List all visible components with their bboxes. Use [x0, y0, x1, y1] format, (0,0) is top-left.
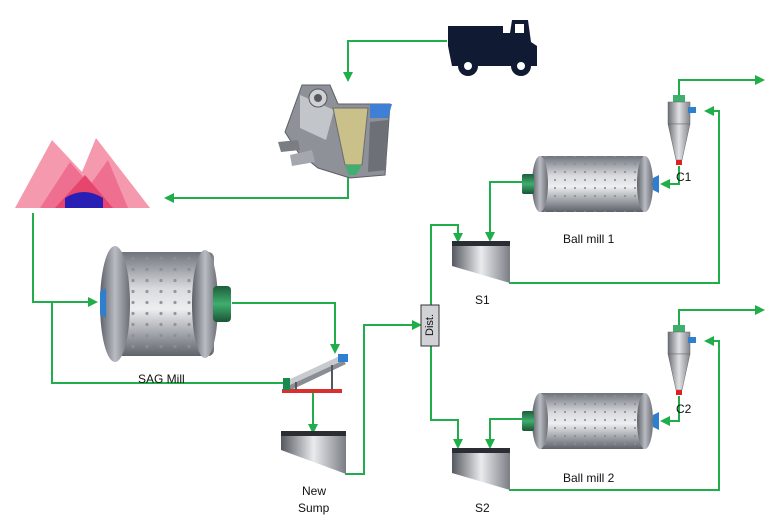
s1-label: S1 [475, 293, 490, 307]
ball-mill-2-label: Ball mill 2 [563, 471, 615, 485]
ball-mill-1 [522, 156, 659, 212]
flow-ballmill2-to-s2 [485, 418, 522, 449]
flow-sag-to-screen [232, 302, 340, 354]
flow-c2-to-ballmill2 [660, 396, 680, 426]
flow-s1-to-c1 [509, 106, 720, 284]
flow-c2-overflow [678, 305, 765, 325]
flow-stockpile-to-sag [32, 213, 98, 307]
flow-truck-to-crusher [343, 40, 447, 82]
flow-screen-recycle-to-sag [51, 302, 290, 384]
dist-label: Dist. [424, 314, 436, 336]
s2-label: S2 [475, 501, 490, 515]
flow-lines [32, 40, 765, 491]
new-sump [281, 431, 346, 474]
ball-mill-1-label: Ball mill 1 [563, 232, 615, 246]
sump-s1 [452, 241, 510, 283]
c2-label: C2 [676, 402, 692, 416]
crusher-icon [278, 84, 392, 179]
new-sump-label-line1: New [302, 484, 327, 498]
flow-dist-to-s1 [430, 224, 463, 306]
new-sump-label-line2: Sump [298, 501, 330, 515]
distributor [420, 304, 440, 347]
flow-s2-to-c2 [509, 336, 720, 491]
sag-mill-label: SAG Mill [138, 372, 185, 386]
flow-c1-overflow [678, 75, 765, 95]
ball-mill-2 [522, 393, 659, 449]
c1-label: C1 [676, 170, 692, 184]
flow-sump-to-dist [345, 320, 422, 475]
flow-crusher-to-stockpile [164, 175, 349, 203]
cyclone-c2 [667, 325, 696, 395]
sump-s2 [452, 448, 510, 490]
sag-mill [100, 246, 231, 362]
flow-ballmill1-to-s1 [485, 181, 522, 242]
vibrating-screen [282, 354, 348, 393]
flow-dist-to-s2 [430, 346, 463, 449]
flow-c1-to-ballmill1 [660, 166, 680, 189]
truck-icon [448, 20, 537, 76]
cyclone-c1 [667, 95, 696, 165]
stockpile-icon [15, 138, 150, 208]
